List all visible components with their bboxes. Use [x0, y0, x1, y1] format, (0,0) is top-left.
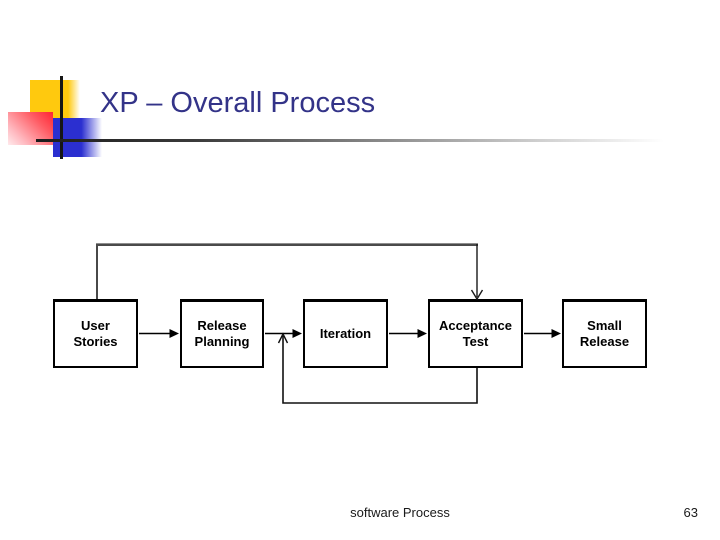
flow-box-small-release: Small Release — [562, 299, 647, 368]
slide-title: XP – Overall Process — [100, 87, 376, 119]
feedback-arrow-top — [96, 243, 484, 301]
footer-text: software Process — [350, 505, 450, 520]
connector-release-planning-to-iteration — [265, 329, 302, 338]
slide-number: 63 — [683, 505, 698, 520]
flow-box-user-stories: User Stories — [53, 299, 138, 368]
connector-iteration-to-acceptance-test — [389, 329, 427, 338]
accent-vertical-line — [60, 76, 63, 159]
title-underline-rule — [36, 139, 664, 142]
connector-acceptance-test-to-small-release — [524, 329, 561, 338]
flow-box-release-planning: Release Planning — [180, 299, 264, 368]
accent-yellow-square — [30, 80, 80, 118]
flow-box-acceptance-test: Acceptance Test — [428, 299, 523, 368]
connector-user-stories-to-release-planning — [139, 329, 179, 338]
flow-box-iteration: Iteration — [303, 299, 388, 368]
